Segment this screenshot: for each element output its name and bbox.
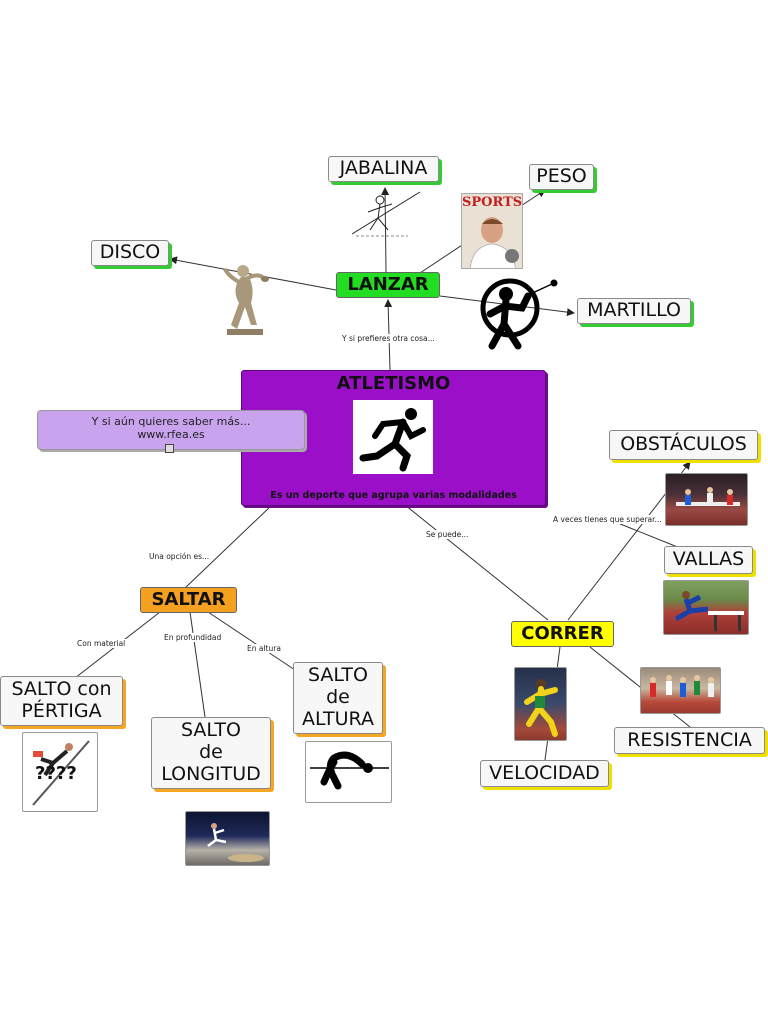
link-center-saltar (184, 504, 273, 589)
node-disco[interactable]: DISCO (91, 240, 169, 266)
center-title: ATLETISMO (336, 373, 451, 394)
link-saltar-altura (207, 611, 296, 671)
node-salto-longitud[interactable]: SALTO de LONGITUD (151, 717, 271, 789)
sports-magazine-image: SPORTS (461, 193, 523, 269)
link-lanzar-jabalina (381, 187, 390, 273)
long-jump-image (185, 811, 270, 866)
node-salto-pertiga[interactable]: SALTO con PÉRTIGA (0, 676, 123, 726)
link-label-to-saltar: Una opción es... (147, 552, 212, 561)
center-node[interactable]: ATLETISMO Es un deporte que agrupa varia… (241, 370, 546, 506)
node-saltar[interactable]: SALTAR (140, 587, 237, 613)
sprinter-image (514, 667, 567, 741)
note-icon[interactable] (165, 444, 174, 453)
node-salto-altura[interactable]: SALTO de ALTURA (293, 662, 383, 734)
link-center-correr (404, 504, 549, 621)
link-label-en-profundidad: En profundidad (162, 633, 224, 642)
link-label-en-altura: En altura (245, 644, 283, 653)
hurdles-image (663, 580, 749, 635)
center-subtitle: Es un deporte que agrupa varias modalida… (270, 490, 517, 501)
distance-race-image (640, 667, 721, 714)
link-label-con-material: Con material (75, 639, 128, 648)
node-resistencia[interactable]: RESISTENCIA (614, 727, 765, 754)
node-jabalina[interactable]: JABALINA (328, 156, 439, 182)
node-martillo[interactable]: MARTILLO (577, 298, 691, 324)
node-velocidad[interactable]: VELOCIDAD (480, 760, 609, 787)
steeplechase-image (665, 473, 748, 526)
node-obstaculos[interactable]: OBSTÁCULOS (609, 430, 758, 460)
node-peso[interactable]: PESO (529, 164, 594, 190)
hammer-throw-icon (470, 278, 560, 350)
node-vallas[interactable]: VALLAS (664, 546, 753, 574)
link-label-to-correr: Se puede... (424, 530, 471, 539)
node-correr[interactable]: CORRER (511, 621, 614, 647)
discobolus-statue-image (221, 259, 271, 337)
pole-vault-image: ???? (22, 732, 98, 812)
magazine-title: SPORTS (462, 195, 523, 210)
javelin-thrower-image (348, 186, 424, 240)
info-note[interactable]: Y si aún quieres saber más... www.rfea.e… (37, 410, 305, 450)
info-note-link[interactable]: www.rfea.es (137, 428, 205, 441)
link-label-to-lanzar: Y si prefieres otra cosa... (340, 334, 437, 343)
pole-vault-caption: ???? (35, 763, 77, 784)
info-note-line1: Y si aún quieres saber más... (91, 415, 251, 428)
link-label-a-veces: A veces tienes que superar... (551, 515, 664, 524)
runner-icon (353, 400, 433, 474)
high-jump-icon (305, 741, 392, 803)
node-lanzar[interactable]: LANZAR (336, 272, 440, 298)
link-saltar-longitud (189, 611, 206, 718)
